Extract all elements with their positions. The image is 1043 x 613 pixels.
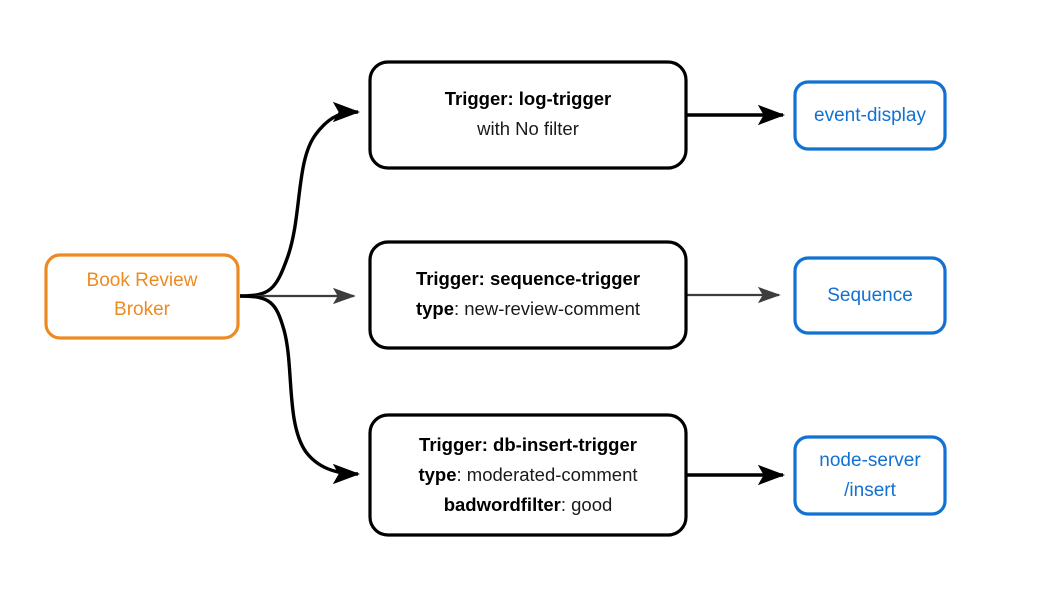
edges-triggers-to-targets: [686, 104, 786, 486]
book-review-broker-box[interactable]: [44, 253, 240, 340]
node-server-insert-label-line1: node-server: [819, 450, 921, 471]
node-server-insert-box[interactable]: [793, 435, 947, 516]
node-node-server-insert[interactable]: node-server /insert: [793, 435, 947, 516]
node-server-insert-label-line2: /insert: [844, 480, 896, 501]
book-review-broker-label-line2: Broker: [114, 299, 171, 320]
log-trigger-box[interactable]: [368, 60, 688, 170]
db-insert-trigger-line-1: Trigger: db-insert-trigger: [419, 434, 637, 455]
log-trigger-line-1: Trigger: log-trigger: [445, 88, 612, 109]
db-insert-trigger-line-3: badwordfilter: good: [444, 494, 613, 515]
node-db-insert-trigger[interactable]: Trigger: db-insert-trigger type: moderat…: [368, 413, 688, 537]
event-display-box[interactable]: [793, 80, 947, 151]
node-sequence-trigger[interactable]: Trigger: sequence-trigger type: new-revi…: [368, 240, 688, 350]
sequence-trigger-line-1-bold: Trigger: sequence-trigger: [416, 268, 640, 289]
node-book-review-broker[interactable]: Book Review Broker: [44, 253, 240, 340]
sequence-trigger-line-2-bold: type: [416, 298, 454, 319]
log-trigger-line-1-bold: Trigger: log-trigger: [445, 88, 612, 109]
node-event-display[interactable]: event-display: [793, 80, 947, 151]
sequence-trigger-line-1: Trigger: sequence-trigger: [416, 268, 640, 289]
edge-broker-to-log-trigger: [239, 101, 361, 298]
node-sequence[interactable]: Sequence: [793, 256, 947, 335]
db-insert-trigger-line-1-bold: Trigger: db-insert-trigger: [419, 434, 637, 455]
db-insert-trigger-box[interactable]: [368, 413, 688, 537]
sequence-label: Sequence: [827, 285, 913, 306]
log-trigger-line-2: with No filter: [476, 118, 579, 139]
db-insert-trigger-line-2: type: moderated-comment: [418, 464, 637, 485]
log-trigger-line-2-plain: with No filter: [476, 118, 579, 139]
db-insert-trigger-line-2-plain: : moderated-comment: [457, 464, 638, 485]
db-insert-trigger-line-2-bold: type: [418, 464, 456, 485]
edge-broker-to-db-insert-trigger: [239, 294, 361, 485]
node-log-trigger[interactable]: Trigger: log-trigger with No filter: [368, 60, 688, 170]
db-insert-trigger-line-3-plain: : good: [561, 494, 612, 515]
book-review-broker-label-line1: Book Review: [87, 270, 198, 291]
edges-broker-to-triggers: [239, 101, 361, 485]
sequence-box[interactable]: [793, 256, 947, 335]
event-display-label: event-display: [814, 105, 926, 126]
db-insert-trigger-line-3-bold: badwordfilter: [444, 494, 561, 515]
sequence-trigger-line-2-plain: : new-review-comment: [454, 298, 640, 319]
sequence-trigger-line-2: type: new-review-comment: [416, 298, 640, 319]
sequence-trigger-box[interactable]: [368, 240, 688, 350]
